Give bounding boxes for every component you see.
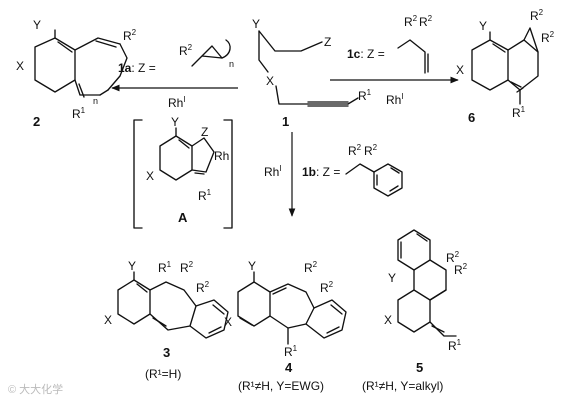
r1-3: R1 <box>158 260 172 275</box>
compound-6-structure <box>471 27 539 105</box>
r2-6-side: R2 <box>541 30 555 45</box>
r2-cyclopropyl: R2 <box>179 43 193 58</box>
atom-z-a: Z <box>201 125 208 139</box>
intermediate-a-brackets <box>133 119 233 229</box>
atom-y-5: Y <box>388 271 396 285</box>
r2-benzyl-right: R2 <box>364 143 378 158</box>
intermediate-a-structure <box>159 127 215 181</box>
watermark: © 大大化学 <box>8 382 63 396</box>
r1-group-1: R1 <box>358 88 372 103</box>
condition-1b: 1b: Z = <box>302 165 340 179</box>
atom-y-1: Y <box>252 17 260 31</box>
atom-x-5: X <box>384 313 392 327</box>
ring-size-n-2: n <box>93 96 98 106</box>
atom-x-a: X <box>146 169 154 183</box>
atom-y-4: Y <box>248 259 256 273</box>
r2-4-side: R2 <box>320 280 334 295</box>
r2-2: R2 <box>123 28 137 43</box>
ring-size-n: n <box>229 59 234 69</box>
compound-1-structure <box>258 30 359 107</box>
atom-x-4: X <box>224 315 232 329</box>
r1-superscript: 1 <box>367 88 372 97</box>
r2-allyl-right: R2 <box>419 14 433 29</box>
compound-3-label: 3 <box>163 345 170 360</box>
compound-3-structure <box>117 271 229 339</box>
r2-4-top: R2 <box>304 260 318 275</box>
r2-6-top: R2 <box>530 8 544 23</box>
cond-1a-eq: : Z = <box>131 61 155 75</box>
note-5: (R¹≠H, Y=alkyl) <box>362 379 443 393</box>
r1-a: R1 <box>198 188 212 203</box>
atom-x-1: X <box>266 74 274 88</box>
r2-3-side: R2 <box>196 280 210 295</box>
atom-z-1: Z <box>324 35 331 49</box>
atom-rh-a: Rh <box>214 149 229 163</box>
atom-y-a: Y <box>171 115 179 129</box>
atom-x-6: X <box>456 63 464 77</box>
note-4: (R¹≠H, Y=EWG) <box>238 379 324 393</box>
cyclopropyl-group <box>191 39 231 67</box>
note-3: (R¹=H) <box>145 367 181 381</box>
compound-4-label: 4 <box>285 360 293 375</box>
atom-y-6: Y <box>479 19 487 33</box>
r2-benzyl-left: R2 <box>348 143 362 158</box>
r1-letter: R <box>358 89 367 103</box>
r1-4: R1 <box>284 344 298 359</box>
compound-4-structure <box>237 271 347 345</box>
compound-6-label: 6 <box>468 110 475 125</box>
r2-3-top: R2 <box>180 260 194 275</box>
r2-5-side: R2 <box>454 262 468 277</box>
compound-2-structure <box>34 29 128 98</box>
compound-2-label: 2 <box>33 114 40 129</box>
compound-1-label: 1 <box>282 114 289 129</box>
r1-2: R1 <box>72 106 86 121</box>
r1-6: R1 <box>512 105 526 120</box>
r1-5: R1 <box>448 338 462 353</box>
compound-5-structure <box>397 229 457 337</box>
atom-x-2: X <box>16 59 24 73</box>
condition-1c: 1c: Z = <box>347 47 385 61</box>
benzyl-group <box>345 163 403 197</box>
compound-5-label: 5 <box>416 360 423 375</box>
atom-y-3: Y <box>128 259 136 273</box>
allyl-group <box>397 39 429 74</box>
rh-cat-1c: RhI <box>386 92 404 107</box>
rh-cat-1b: RhI <box>264 164 282 179</box>
r2-allyl-left: R2 <box>404 14 418 29</box>
rh-cat-1a: RhI <box>168 95 186 110</box>
intermediate-a-label: A <box>178 210 188 225</box>
r2-5-top: R2 <box>446 250 460 265</box>
atom-x-3: X <box>104 313 112 327</box>
atom-y-2: Y <box>33 18 41 32</box>
